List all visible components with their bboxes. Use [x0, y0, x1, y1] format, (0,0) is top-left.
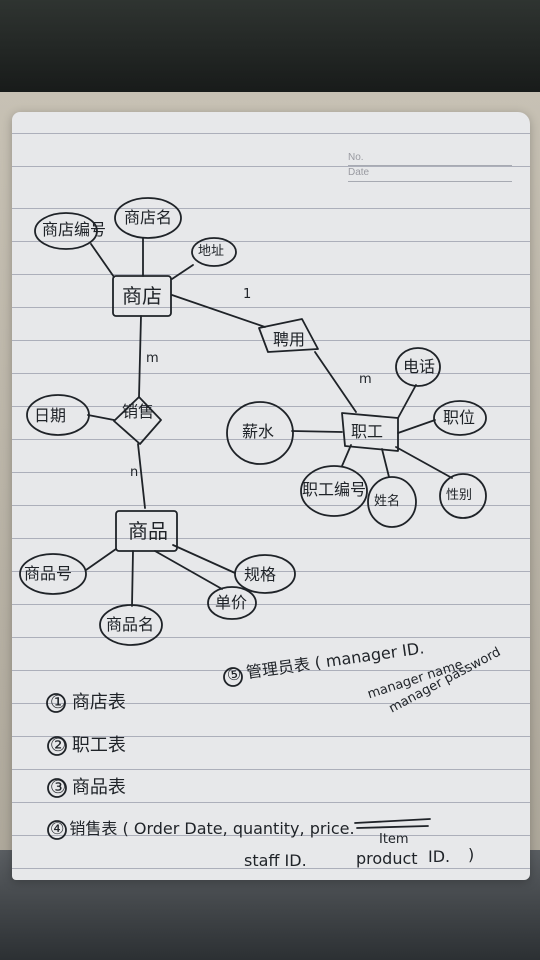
table-product: ③ 商品表	[50, 777, 126, 798]
cardinality-store-sales: m	[146, 351, 159, 366]
entity-staff: 职工	[351, 422, 384, 441]
header-date-line	[348, 181, 512, 182]
cardinality-store-employ: 1	[243, 287, 252, 302]
entity-store: 商店	[122, 284, 162, 308]
attr-phone: 电话	[403, 357, 436, 376]
attr-gender: 性别	[446, 488, 473, 503]
table-store: ① 商店表	[50, 692, 126, 713]
table-sales: ④ 销售表 ( Order Date, quantity, price.	[50, 819, 355, 838]
attr-spec: 规格	[244, 565, 277, 584]
attr-name: 姓名	[374, 494, 401, 509]
attr-staff-id: 职工编号	[302, 480, 367, 499]
table-sales-id: ID.	[428, 847, 451, 866]
table-sales-staff-id: staff ID.	[244, 851, 307, 870]
cardinality-sales-product: n	[130, 465, 139, 480]
attr-position: 职位	[443, 408, 476, 427]
header-no-line	[348, 165, 512, 166]
relationship-employ: 聘用	[273, 330, 306, 349]
attr-product-name: 商品名	[106, 615, 155, 634]
ruled-lines	[12, 112, 530, 880]
header-no-label: No.	[348, 152, 364, 163]
attr-address: 地址	[198, 244, 225, 259]
attr-unit-price: 单价	[215, 593, 248, 612]
table-sales-close: )	[468, 845, 475, 864]
er-diagram-drawing	[19, 197, 487, 840]
header-date-label: Date	[348, 167, 370, 178]
table-staff: ② 职工表	[50, 735, 126, 756]
relationship-sales: 销售	[122, 402, 155, 421]
entity-product: 商品	[128, 519, 168, 543]
keyboard-background	[0, 0, 540, 92]
attr-store-name: 商店名	[124, 208, 173, 227]
attr-salary: 薪水	[242, 422, 275, 441]
attr-product-id: 商品号	[24, 564, 73, 583]
table-sales-item-note: Item	[379, 832, 409, 847]
attr-date: 日期	[34, 406, 67, 425]
cardinality-employ-staff: m	[359, 372, 372, 387]
notebook-page: No. Date	[12, 112, 530, 880]
attr-store-id: 商店编号	[42, 220, 107, 239]
table-sales-product-deleted: product	[356, 849, 418, 868]
